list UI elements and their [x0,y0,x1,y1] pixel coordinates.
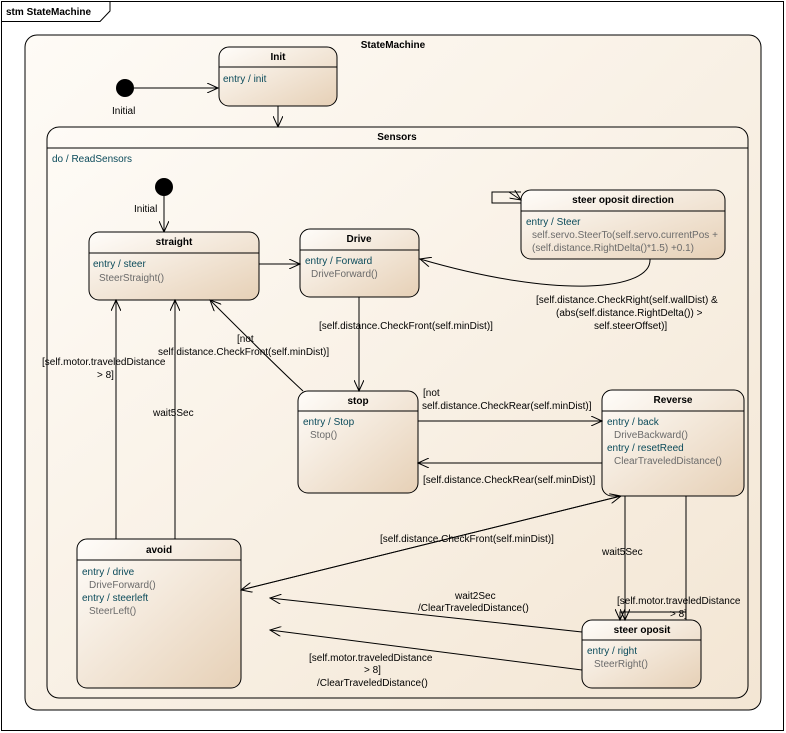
state-so-title: steer oposit [614,625,671,636]
guard-sod-drive-2: (abs(self.distance.RightDelta()) > [556,308,703,319]
state-steer-oposit-direction: steer oposit direction entry / Steer sel… [520,189,726,260]
state-stop-entry: entry / Stop [303,417,355,428]
state-straight-title: straight [156,237,193,248]
state-avoid-call2: SteerLeft() [89,606,136,617]
state-drive-call: DriveForward() [311,269,378,280]
guard-stop-reverse-1: [not [423,388,440,399]
state-avoid-entry2: entry / steerleft [82,593,148,604]
sensors-activity: do / ReadSensors [52,154,132,165]
guard-reverse-so-dist-2: > 8] [670,609,687,620]
frame-label: stm StateMachine [6,7,91,18]
guard-so-avoid-dist-2: > 8] [364,665,381,676]
state-reverse-entry1: entry / back [607,417,660,428]
state-reverse-entry2: entry / resetReed [607,443,684,454]
guard-avoid-straight-2: > 8] [97,370,114,381]
state-straight-call: SteerStraight() [99,273,164,284]
guard-sod-drive-1: [self.distance.CheckRight(self.wallDist)… [536,295,718,306]
guard-so-avoid-wait-1: wait2Sec [454,591,496,602]
transition-stop-straight [210,300,304,392]
guard-so-avoid-wait-2: /ClearTraveledDistance() [418,603,529,614]
state-init: Init entry / init [218,46,338,107]
initial-label-inner: Initial [134,204,157,215]
state-sod-call1: self.servo.SteerTo(self.servo.currentPos… [532,230,718,241]
state-drive-title: Drive [346,234,371,245]
transition-so-avoid-wait [270,598,583,633]
guard-sod-drive-3: self.steerOffset)] [594,321,667,332]
state-reverse-call1: DriveBackward() [614,430,688,441]
guard-so-avoid-dist-3: /ClearTraveledDistance() [317,678,428,689]
state-sod-title: steer oposit direction [572,195,674,206]
transition-so-avoid-dist [270,630,583,671]
guard-stop-straight-1: [not [237,334,254,345]
transition-sod-self [491,191,521,204]
guard-avoid-straight-wait: wait5Sec [152,408,194,419]
state-reverse-title: Reverse [654,395,693,406]
state-steer-oposit: steer oposit entry / right SteerRight() [581,619,702,689]
state-reverse-call2: ClearTraveledDistance() [614,456,722,467]
guard-drive-stop: [self.distance.CheckFront(self.minDist)] [319,321,493,332]
frame-tab [1,1,111,22]
state-drive: Drive entry / Forward DriveForward() [299,228,420,298]
guard-reverse-so-wait: wait5Sec [601,547,643,558]
sensors-title: Sensors [377,132,417,143]
state-avoid: avoid entry / drive DriveForward() entry… [76,538,242,689]
guard-reverse-stop: [self.distance.CheckRear(self.minDist)] [423,475,595,486]
state-stop: stop entry / Stop Stop() [297,390,419,494]
guard-avoid-reverse: [self.distance.CheckFront(self.minDist)] [380,534,554,545]
state-straight: straight entry / steer SteerStraight() [88,231,260,301]
state-avoid-call1: DriveForward() [89,580,156,591]
state-reverse: Reverse entry / back DriveBackward() ent… [601,389,745,497]
state-drive-entry: entry / Forward [305,256,372,267]
initial-node-top [116,79,134,97]
state-straight-entry: entry / steer [93,259,146,270]
state-stop-call: Stop() [310,430,337,441]
guard-so-avoid-dist-1: [self.motor.traveledDistance [309,653,433,664]
state-sod-call2: (self.distance.RightDelta()*1.5) +0.1) [532,243,694,254]
guard-reverse-so-dist-1: [self.motor.traveledDistance [617,596,741,607]
state-init-entry: entry / init [223,74,267,85]
state-avoid-entry1: entry / drive [82,567,135,578]
state-so-entry: entry / right [587,646,637,657]
guard-stop-reverse-2: self.distance.CheckRear(self.minDist)] [422,401,592,412]
state-avoid-title: avoid [146,545,172,556]
guard-stop-straight-2: self.distance.CheckFront(self.minDist)] [158,347,329,358]
state-so-call: SteerRight() [594,659,648,670]
state-init-title: Init [271,52,287,63]
guard-avoid-straight-1: [self.motor.traveledDistance [42,357,166,368]
state-sod-entry: entry / Steer [526,217,581,228]
transition-sod-drive [420,259,651,287]
state-stop-title: stop [347,396,368,407]
statemachine-title: StateMachine [361,40,426,51]
initial-label-top: Initial [112,106,135,117]
initial-node-inner [155,178,173,196]
